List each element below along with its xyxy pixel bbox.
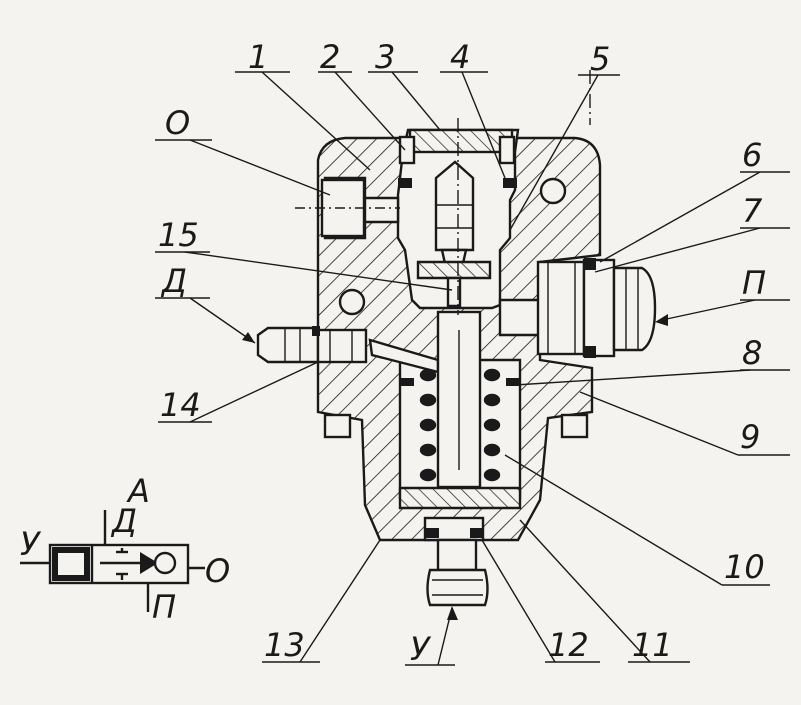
label-14: 14 (160, 386, 201, 424)
mounting-feet (323, 413, 589, 439)
hydraulic-scheme: А Д У О П (20, 472, 230, 626)
label-15: 15 (158, 216, 199, 254)
label-d: Д (160, 262, 187, 300)
bottom-fitting (423, 516, 489, 607)
label-6: 6 (742, 136, 762, 174)
label-5: 5 (590, 40, 610, 78)
label-9: 9 (740, 418, 760, 456)
label-1: 1 (248, 38, 268, 76)
upper-piston (416, 160, 492, 308)
label-10: 10 (724, 548, 765, 586)
left-fitting (256, 326, 368, 364)
label-o: О (165, 104, 190, 142)
label-u: У (410, 630, 432, 668)
scheme-o: О (205, 552, 230, 590)
label-12: 12 (548, 626, 589, 664)
top-cap (398, 128, 517, 188)
left-port (295, 178, 400, 238)
label-7: 7 (742, 192, 763, 230)
lower-piston (436, 310, 482, 489)
leader-lines (155, 71, 790, 666)
label-13: 13 (264, 626, 305, 664)
scheme-d: Д (110, 502, 137, 540)
callout-labels: 1 2 3 4 5 6 7 8 9 10 11 12 13 14 15 О Д … (158, 38, 766, 668)
spring (400, 368, 520, 482)
scheme-u: У (20, 525, 42, 563)
label-11: 11 (632, 626, 673, 664)
label-4: 4 (450, 38, 470, 76)
label-3: 3 (375, 38, 395, 76)
scheme-p: П (152, 588, 176, 626)
label-8: 8 (742, 334, 762, 372)
scheme-title: А (126, 472, 150, 510)
label-p: П (742, 264, 766, 302)
label-2: 2 (320, 38, 340, 76)
right-fitting (536, 258, 657, 358)
centre-lines (457, 70, 591, 315)
